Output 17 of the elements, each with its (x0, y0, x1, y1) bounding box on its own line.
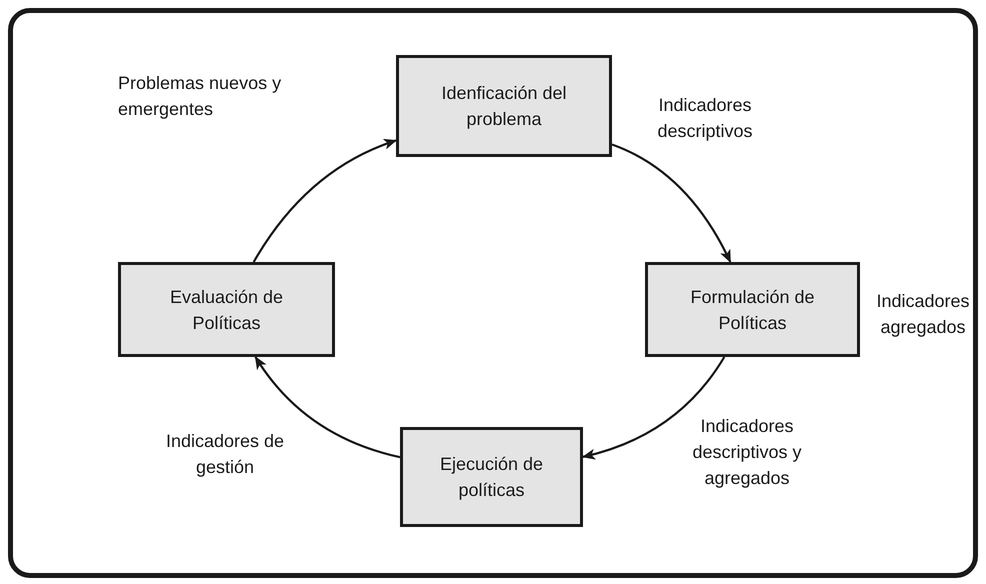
curved-arrow (254, 356, 400, 458)
process-box (400, 427, 583, 527)
side-note: Indicadores agregados (875, 290, 971, 339)
curved-arrow (612, 143, 732, 263)
edge-label: Indicadores descriptivos (656, 94, 754, 143)
curved-arrow (582, 356, 726, 460)
box-label: Idenficación del problema (440, 82, 568, 131)
box-label: Evaluación de Políticas (168, 286, 284, 334)
edge-label: Indicadores descriptivos y agregados (691, 415, 803, 490)
edge-label: Indicadores de gestión (164, 430, 286, 479)
process-box (118, 262, 335, 357)
process-box (396, 55, 612, 157)
edge-label: Problemas nuevos y emergentes (118, 72, 282, 121)
box-label: Formulación de Políticas (689, 286, 816, 334)
curved-arrow (252, 139, 398, 263)
box-label: Ejecución de políticas (438, 453, 544, 502)
process-box (645, 262, 860, 357)
